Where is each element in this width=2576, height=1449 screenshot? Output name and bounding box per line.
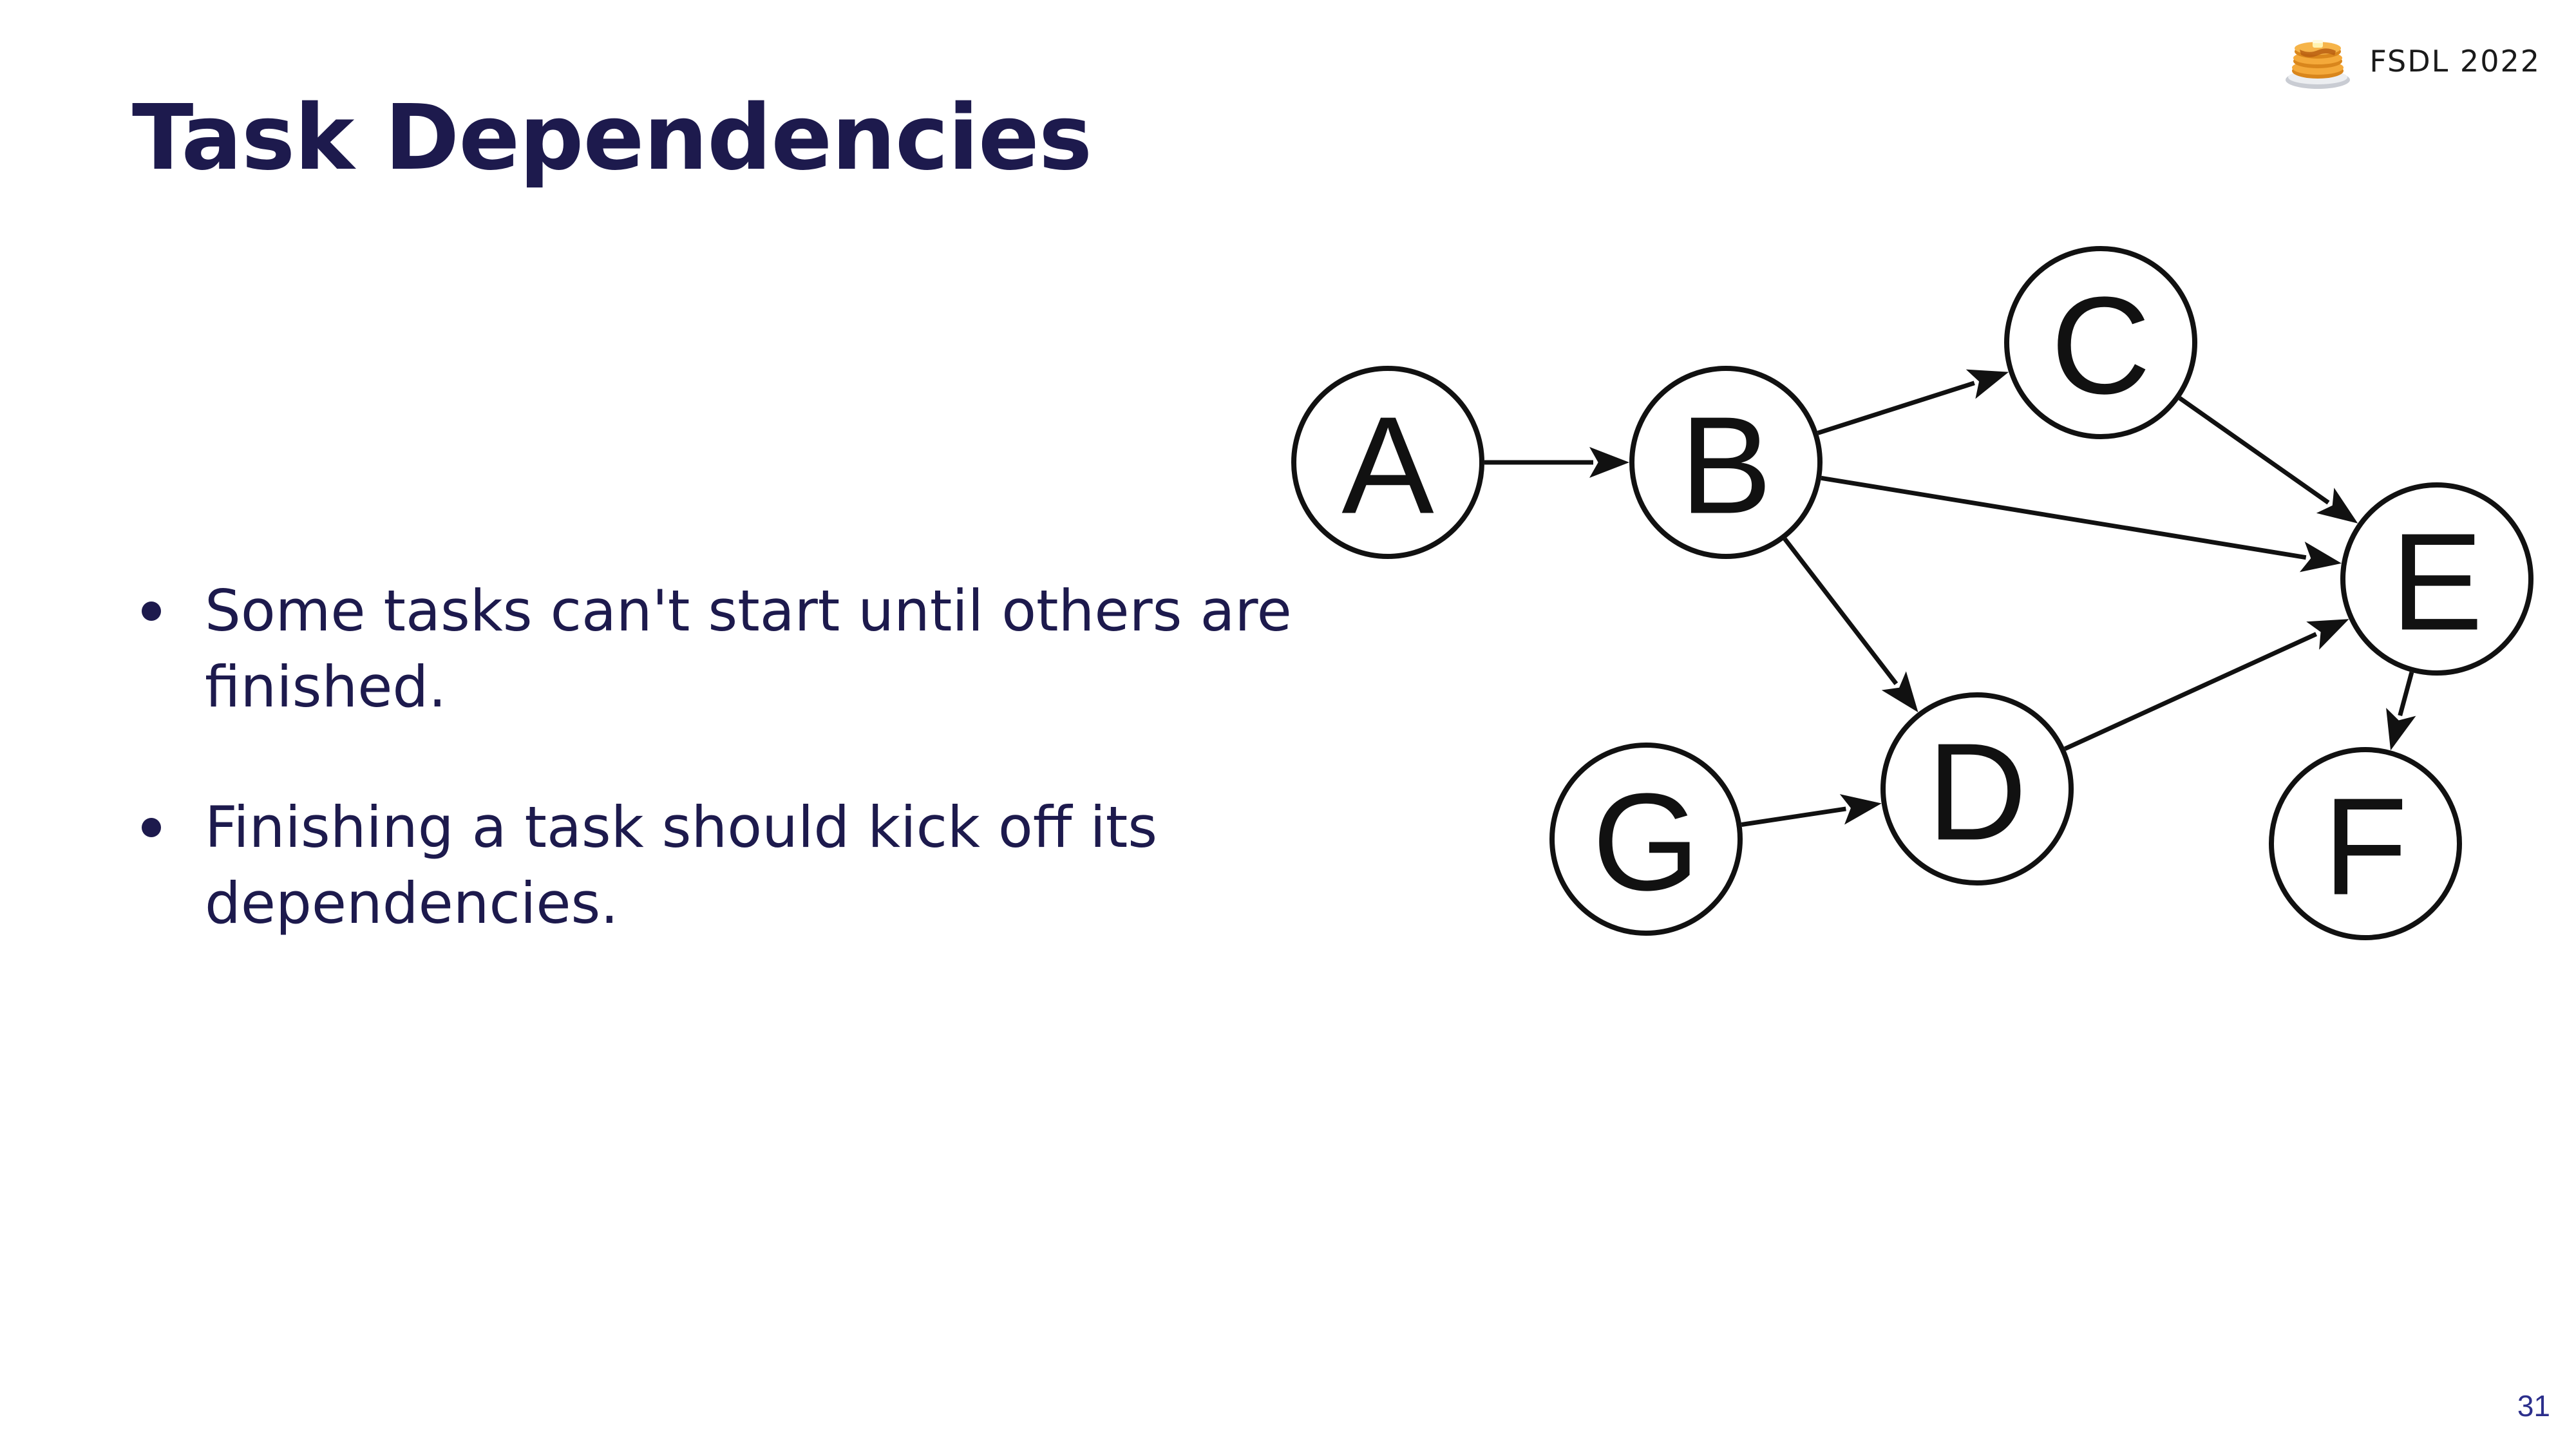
node-circle <box>1629 366 1823 559</box>
edge-line <box>2178 396 2330 505</box>
arrowhead-icon <box>1589 447 1629 478</box>
node-circle <box>1880 692 2074 886</box>
bullet-item: Some tasks can't start until others are … <box>135 573 1475 725</box>
node-a: A <box>1291 366 1484 559</box>
node-g: G <box>1549 743 1743 936</box>
bullet-dot <box>142 818 161 837</box>
node-label: A <box>1341 388 1434 543</box>
slide-title: Task Dependencies <box>132 86 1092 191</box>
bullet-list: Some tasks can't start until others are … <box>135 573 1475 1006</box>
brand-text: FSDL 2022 <box>2369 44 2541 79</box>
bullet-item: Finishing a task should kick off its dep… <box>135 790 1475 942</box>
node-label: D <box>1927 714 2027 869</box>
node-circle <box>2269 747 2462 940</box>
node-circle <box>2340 482 2533 676</box>
edges-layer <box>1484 369 2416 827</box>
edge-line <box>1817 381 1975 435</box>
node-circle <box>1291 366 1484 559</box>
node-d: D <box>1880 692 2074 886</box>
edge-a-to-b <box>1484 447 1629 478</box>
node-label: C <box>2050 268 2150 423</box>
edge-line <box>2398 671 2414 717</box>
node-circle <box>2004 246 2197 439</box>
node-label: B <box>1680 388 1772 543</box>
edge-b-to-c <box>1817 369 2009 435</box>
node-e: E <box>2340 482 2533 676</box>
node-f: F <box>2269 747 2462 940</box>
edge-b-to-d <box>1783 537 1918 713</box>
edge-line <box>2063 632 2318 751</box>
edge-g-to-d <box>1741 794 1882 827</box>
node-label: E <box>2391 504 2483 659</box>
arrowhead-icon <box>2306 619 2349 650</box>
node-b: B <box>1629 366 1823 559</box>
bullet-dot <box>142 601 161 621</box>
arrowhead-icon <box>2299 542 2342 573</box>
edge-line <box>1821 475 2307 560</box>
edge-line <box>1783 537 1899 685</box>
edge-d-to-e <box>2063 619 2349 751</box>
node-c: C <box>2004 246 2197 439</box>
arrowhead-icon <box>2316 488 2358 524</box>
edge-c-to-e <box>2178 396 2358 524</box>
edge-e-to-f <box>2386 671 2416 751</box>
page-number: 31 <box>2517 1389 2550 1423</box>
brand-header: FSDL 2022 <box>2284 32 2541 90</box>
edge-b-to-e <box>1821 475 2342 573</box>
arrowhead-icon <box>2386 708 2416 751</box>
pancake-stack-icon <box>2286 40 2351 89</box>
arrowhead-icon <box>1965 369 2009 399</box>
node-circle <box>1549 743 1743 936</box>
arrowhead-icon <box>1839 794 1882 825</box>
node-label: F <box>2323 769 2407 924</box>
nodes-layer: A B C D EF G <box>1291 246 2533 940</box>
bullet-text: Finishing a task should kick off its dep… <box>205 794 1158 936</box>
bullet-text: Some tasks can't start until others are … <box>205 578 1292 720</box>
edge-line <box>1741 806 1846 827</box>
arrowhead-icon <box>1881 671 1918 713</box>
node-label: G <box>1592 764 1700 920</box>
